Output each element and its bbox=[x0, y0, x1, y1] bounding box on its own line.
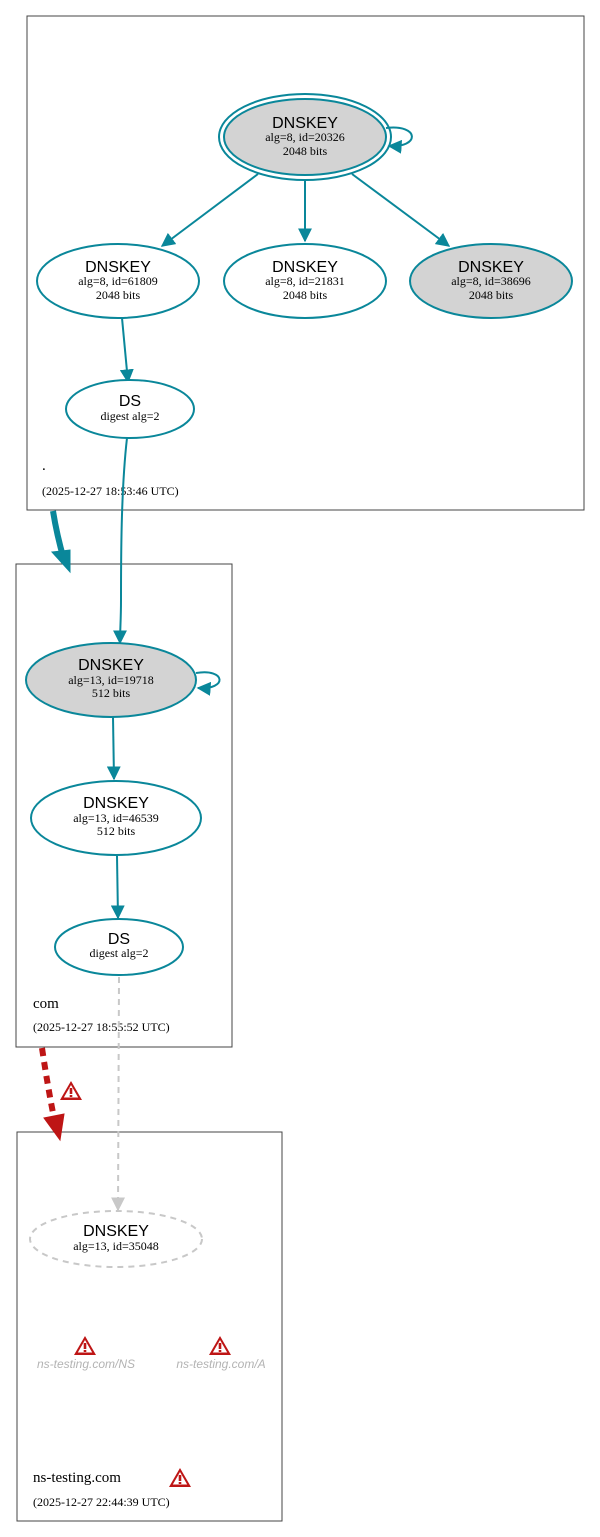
edge-com-ksk-to-zsk bbox=[106, 716, 121, 781]
edge-delegation-root-to-com-arrowhead bbox=[50, 549, 71, 574]
node-key-size: 512 bits bbox=[97, 824, 136, 838]
node-alg-id: alg=13, id=19718 bbox=[68, 673, 154, 687]
node-alg-id: alg=13, id=46539 bbox=[73, 811, 159, 825]
node-root-ds[interactable]: DS digest alg=2 bbox=[65, 379, 195, 439]
node-title: DNSKEY bbox=[458, 259, 524, 276]
node-com-ksk[interactable]: DNSKEY alg=13, id=19718 512 bits bbox=[25, 642, 197, 718]
node-root-zsk-38696[interactable]: DNSKEY alg=8, id=38696 2048 bits bbox=[409, 243, 573, 319]
record-ns-label: ns-testing.com/NS bbox=[37, 1357, 135, 1371]
zone-ns-testing-label: ns-testing.com bbox=[33, 1470, 121, 1486]
node-key-size: 2048 bits bbox=[96, 288, 141, 302]
node-alg-id: alg=8, id=21831 bbox=[265, 274, 345, 288]
edge-delegation-com-to-ns-testing-arrowhead bbox=[43, 1113, 65, 1142]
node-title: DS bbox=[108, 931, 130, 948]
edge-root-zsk-to-ds bbox=[119, 317, 134, 384]
zone-root: . (2025-12-27 18:53:46 UTC) bbox=[26, 15, 585, 511]
zone-com: com (2025-12-27 18:55:52 UTC) bbox=[15, 563, 233, 1048]
record-ns-warning-icon[interactable] bbox=[74, 1336, 96, 1355]
node-key-size: 2048 bits bbox=[283, 144, 328, 158]
edge-delegation-com-to-ns-testing bbox=[39, 1047, 57, 1119]
zone-com-timestamp: (2025-12-27 18:55:52 UTC) bbox=[33, 1020, 170, 1034]
record-a-warning-icon[interactable] bbox=[209, 1336, 231, 1355]
node-title: DNSKEY bbox=[83, 1223, 149, 1240]
node-root-zsk-61809[interactable]: DNSKEY alg=8, id=61809 2048 bits bbox=[36, 243, 200, 319]
zone-root-border bbox=[26, 15, 585, 511]
node-title: DNSKEY bbox=[83, 795, 149, 812]
edge-root-ksk-to-zsk-38696 bbox=[351, 173, 451, 247]
zone-ns-testing-warning-icon[interactable] bbox=[169, 1468, 191, 1487]
zone-ns-testing-border bbox=[16, 1131, 283, 1522]
node-title: DNSKEY bbox=[272, 259, 338, 276]
edge-root-ksk-to-zsk-61809 bbox=[160, 173, 259, 247]
node-title: DNSKEY bbox=[78, 657, 144, 674]
zone-root-timestamp: (2025-12-27 18:53:46 UTC) bbox=[42, 484, 179, 498]
node-key-size: 2048 bits bbox=[469, 288, 514, 302]
edge-com-ksk-self-sign bbox=[195, 671, 221, 696]
edge-com-ds-to-ns-dnskey bbox=[111, 976, 126, 1212]
node-title: DNSKEY bbox=[272, 115, 338, 132]
zone-com-label: com bbox=[33, 996, 59, 1012]
zone-ns-testing: ns-testing.com (2025-12-27 22:44:39 UTC) bbox=[16, 1131, 283, 1522]
zone-root-label: . bbox=[42, 458, 46, 474]
zone-com-border bbox=[15, 563, 233, 1048]
edge-com-zsk-to-ds bbox=[110, 855, 125, 920]
record-a-label: ns-testing.com/A bbox=[176, 1357, 265, 1371]
node-alg-id: alg=8, id=38696 bbox=[451, 274, 531, 288]
delegation-warning-icon[interactable] bbox=[60, 1081, 82, 1100]
node-digest-alg: digest alg=2 bbox=[100, 409, 159, 423]
edge-root-ksk-self-sign bbox=[385, 126, 413, 154]
edges bbox=[39, 126, 451, 1212]
node-root-zsk-21831[interactable]: DNSKEY alg=8, id=21831 2048 bits bbox=[223, 243, 387, 319]
node-alg-id: alg=13, id=35048 bbox=[73, 1239, 159, 1253]
node-alg-id: alg=8, id=20326 bbox=[265, 130, 345, 144]
record-a[interactable]: ns-testing.com/A bbox=[176, 1336, 266, 1371]
edge-root-ds-to-com-ksk bbox=[113, 437, 128, 645]
zone-ns-testing-timestamp: (2025-12-27 22:44:39 UTC) bbox=[33, 1495, 170, 1509]
node-title: DNSKEY bbox=[85, 259, 151, 276]
node-com-zsk[interactable]: DNSKEY alg=13, id=46539 512 bits bbox=[30, 780, 202, 856]
node-key-size: 512 bits bbox=[92, 686, 131, 700]
node-key-size: 2048 bits bbox=[283, 288, 328, 302]
node-com-ds[interactable]: DS digest alg=2 bbox=[54, 918, 184, 976]
node-root-ksk[interactable]: DNSKEY alg=8, id=20326 2048 bits bbox=[218, 93, 392, 181]
node-digest-alg: digest alg=2 bbox=[89, 946, 148, 960]
record-ns[interactable]: ns-testing.com/NS bbox=[37, 1336, 135, 1371]
node-alg-id: alg=8, id=61809 bbox=[78, 274, 158, 288]
node-title: DS bbox=[119, 393, 141, 410]
node-ns-dnskey[interactable]: DNSKEY alg=13, id=35048 bbox=[29, 1210, 203, 1268]
